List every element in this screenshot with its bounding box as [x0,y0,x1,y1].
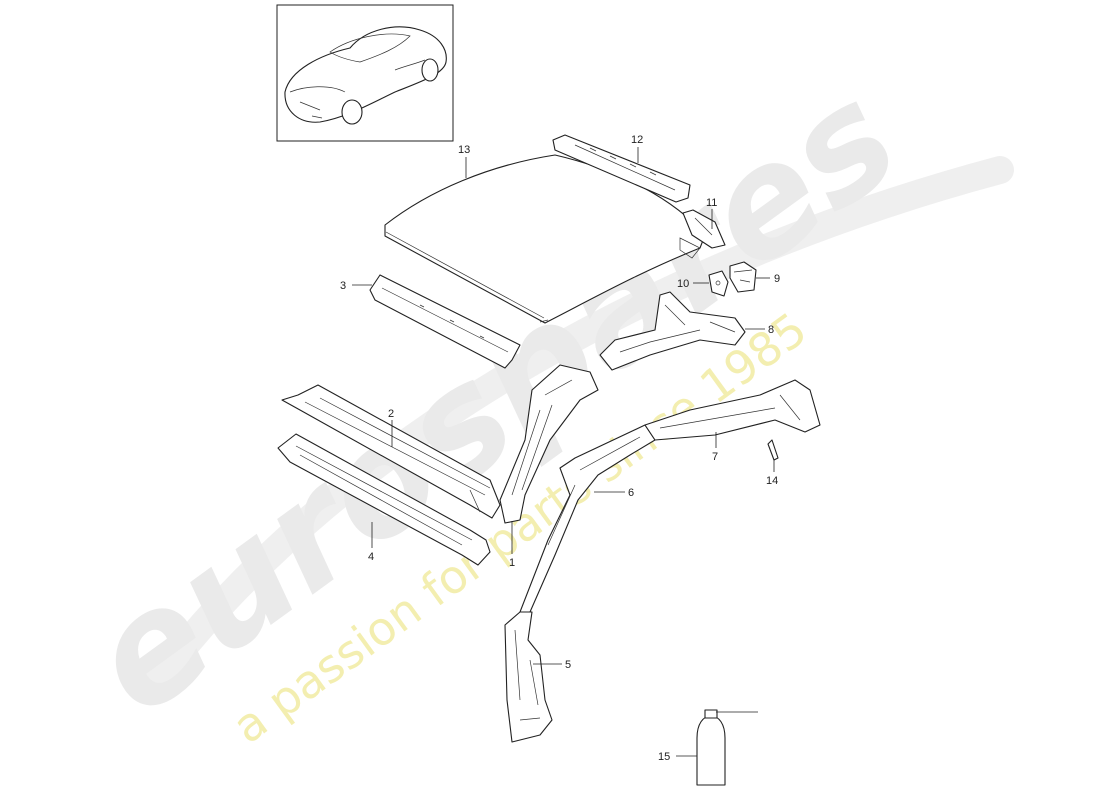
watermark-swoosh [136,156,1014,704]
callout-7: 7 [712,451,718,463]
callout-12: 12 [631,134,643,146]
callout-3: 3 [340,280,346,292]
callout-4: 4 [368,551,374,563]
b-pillar [504,611,553,743]
roof-side-rail [644,379,821,441]
callout-1: 1 [509,557,515,569]
bracket-10 [708,270,729,297]
callout-9: 9 [774,273,780,285]
callout-11: 11 [706,197,717,209]
roof-panel [384,154,706,324]
front-roof-crossmember [369,274,521,369]
bracket-11 [682,209,726,249]
leader-lines [352,147,775,757]
callout-10: 10 [677,278,689,290]
callout-8: 8 [768,324,774,336]
callout-2: 2 [388,408,394,420]
callout-13: 13 [458,144,470,156]
rear-side-panel [599,291,746,371]
callout-5: 5 [565,659,571,671]
car-icon [284,26,447,125]
windscreen-frame-lower [277,433,491,566]
rear-roof-crossmember [552,134,691,203]
callout-15: 15 [658,751,670,763]
clip-14 [767,439,779,461]
callout-6: 6 [628,487,634,499]
callout-14: 14 [766,475,778,487]
a-pillar-inner [499,364,599,524]
callout-labels: 13 12 11 10 9 8 3 2 4 1 6 7 14 5 15 [340,134,780,763]
thumbnail-box [276,4,454,142]
aerosol-can [696,709,758,786]
windscreen-frame-upper [281,384,501,519]
bracket-9 [729,261,757,293]
